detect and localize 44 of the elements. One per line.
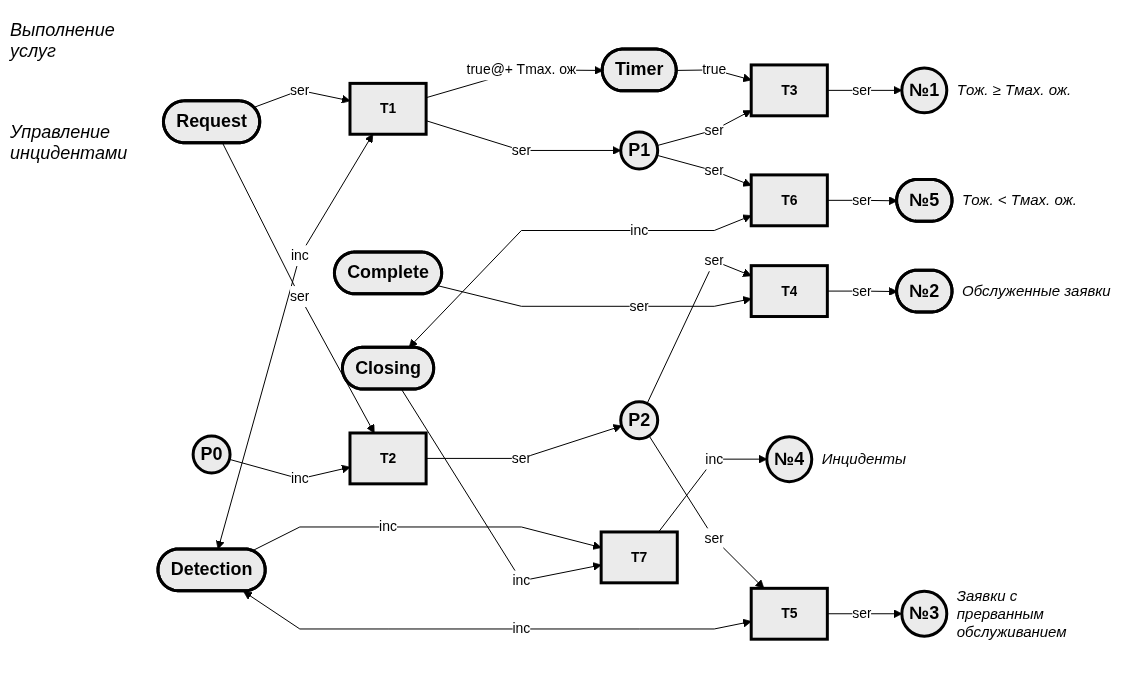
arrow [656,154,752,187]
edge-label: ser [704,162,724,179]
edge-label: inc [512,572,531,589]
node-box: T2 [348,431,428,486]
edge-label: ser [290,81,310,98]
edge-label: ser [852,81,872,98]
edge-label: ser [852,282,872,299]
node-box: T1 [348,81,428,136]
edge-label: inc [290,246,309,263]
edge-label: inc [630,221,649,238]
node-circle: P2 [619,400,660,440]
edge-label: ser [629,297,649,314]
group-label: Управление инцидентами [10,122,129,164]
node-circle: P0 [191,434,232,475]
node-box: T5 [749,586,829,641]
edge-label: ser [511,449,532,466]
group-label: Выполнение услуг [10,20,116,62]
node-box: T4 [749,263,829,318]
edge-label: true@+ Tmax. ож [466,61,577,78]
edge-label: ser [704,530,724,546]
node-box: T6 [749,173,829,228]
edge-label: inc [512,620,531,637]
edge-label: inc [290,470,309,487]
edge-label: ser [704,121,724,138]
node-circle: №4 [765,434,814,483]
edge-label: inc [705,450,724,467]
place-caption: Обслуженные заявки [962,281,1112,300]
edge-label: ser [852,605,872,622]
node-box: T3 [749,63,829,118]
edge-label: ser [511,141,532,158]
place-caption: Tож. ≥ Tмах. ож. [956,81,1073,100]
arrow [243,590,752,630]
node-circle: №1 [900,66,949,115]
node-circle: P1 [619,130,660,171]
edge-label: ser [704,252,724,269]
node-circle: №3 [900,589,949,638]
edge-label: true [702,61,727,78]
node-box: T7 [599,530,679,585]
place-caption: Tож. < Tмах. ож. [962,191,1078,210]
edge-label: ser [852,191,872,208]
edge-label: ser [290,287,310,304]
place-caption: Инциденты [821,449,908,468]
place-caption: Заявки с прерванным обслуживанием [956,586,1068,641]
edge-label: inc [379,518,397,535]
